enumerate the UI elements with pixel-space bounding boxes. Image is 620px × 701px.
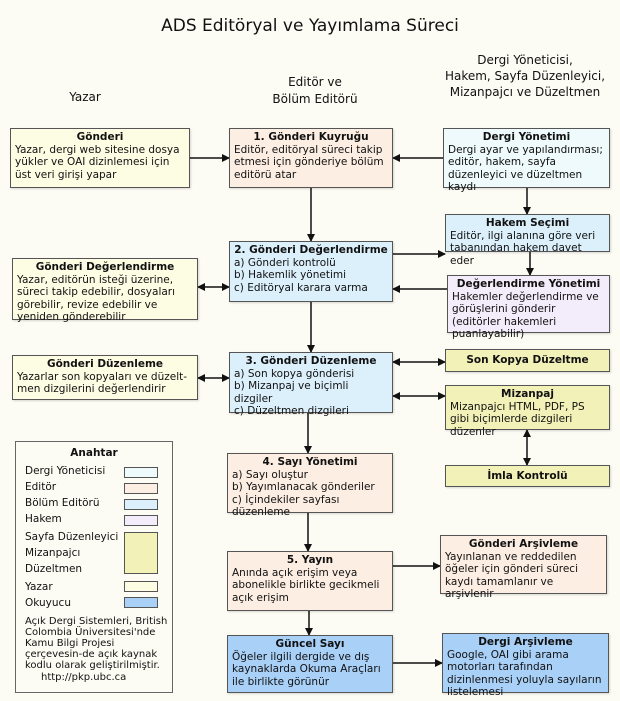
legend-swatch — [124, 581, 158, 592]
legend-title: Anahtar — [70, 447, 118, 459]
legend-item: Hakem — [25, 513, 62, 525]
box-body: a) Sayı oluştur b) Yayımlanacak gönderil… — [232, 468, 375, 519]
box-title: Dergi Arşivleme — [478, 636, 573, 648]
legend-item: Düzeltmen — [25, 563, 83, 575]
column-header-manager: Dergi Yöneticisi, Hakem, Sayfa Düzenleyi… — [444, 53, 606, 99]
box-title: Güncel Sayı — [275, 638, 345, 650]
box-title: Hakem Seçimi — [485, 217, 570, 229]
box-body: Yayınlanan ve reddedilen öğeler için gön… — [445, 550, 578, 601]
legend-url: http://pkp.ubc.ca — [41, 672, 127, 683]
box-title: 2. Gönderi Değerlendirme — [234, 244, 388, 256]
box-body: Öğeler ilgili dergide ve dış kaynaklarda… — [232, 650, 381, 688]
box-body: Editör, editöryal süreci takip etmesi iç… — [234, 143, 384, 181]
box-title: Gönderi — [76, 131, 124, 143]
legend-swatch — [124, 467, 158, 478]
box-copyedit: Son Kopya Düzeltme — [445, 349, 610, 372]
legend-swatch — [124, 483, 158, 494]
box-body: Yazar, editörün isteği üzerine, süreci t… — [17, 273, 176, 324]
box-title: 5. Yayın — [286, 554, 334, 566]
box-title: 4. Sayı Yönetimi — [262, 456, 358, 468]
box-title: İmla Kontrolü — [487, 470, 568, 482]
box-body: Yazarlar son kopyaları ve düzelt- men di… — [17, 370, 188, 396]
box-proofread: İmla Kontrolü — [445, 465, 610, 487]
box-title: Son Kopya Düzeltme — [466, 354, 589, 366]
legend-item: Okuyucu — [25, 597, 71, 609]
box-title: Gönderi Düzenleme — [46, 358, 164, 370]
box-title: 3. Gönderi Düzenleme — [245, 355, 377, 367]
legend-item: Editör — [25, 481, 57, 493]
box-body: a) Son kopya gönderisi b) Mizanpaj ve bi… — [234, 367, 355, 418]
box-body: Editör, ilgi alanına göre veri tabanında… — [450, 229, 596, 267]
box-body: Mizanpajcı HTML, PDF, PS gibi biçimlerde… — [450, 400, 585, 438]
box-body: Yazar, dergi web sitesine dosya yükler v… — [15, 143, 180, 181]
box-body: Hakemler değerlendirme ve görüşlerini gö… — [452, 290, 599, 341]
box-body: a) Gönderi kontrolü b) Hakemlik yönetimi… — [234, 256, 368, 294]
column-header-editor: Editör ve Bölüm Editörü — [272, 75, 358, 106]
legend-swatch — [124, 597, 158, 608]
legend-item: Bölüm Editörü — [25, 497, 100, 509]
legend-item: Sayfa Düzenleyici — [25, 531, 119, 543]
legend-item: Mizanpajcı — [25, 547, 81, 559]
legend-item: Yazar — [25, 581, 53, 593]
box-title: Gönderi Değerlendirme — [35, 261, 175, 273]
box-body: Google, OAI gibi arama motorları tarafın… — [447, 648, 602, 699]
legend-swatch — [124, 515, 158, 526]
legend-note: Açık Dergi Sistemleri, British Colombia … — [25, 616, 168, 671]
box-title: Dergi Yönetimi — [482, 131, 571, 143]
box-body: Anında açık erişim veya abonelikle birli… — [232, 566, 380, 604]
legend-item: Dergi Yöneticisi — [25, 465, 106, 477]
box-title: Mizanpaj — [501, 388, 554, 400]
box-title: 1. Gönderi Kuyruğu — [253, 131, 369, 143]
page-title: ADS Editöryal ve Yayımlama Süreci — [161, 16, 459, 36]
box-title: Değerlendirme Yönetimi — [456, 278, 601, 290]
legend-swatch — [124, 499, 158, 510]
box-title: Gönderi Arşivleme — [468, 538, 579, 550]
box-body: Dergi ayar ve yapılandırması; editör, ha… — [448, 143, 603, 194]
column-header-author: Yazar — [69, 90, 101, 104]
legend-swatch — [124, 532, 158, 574]
